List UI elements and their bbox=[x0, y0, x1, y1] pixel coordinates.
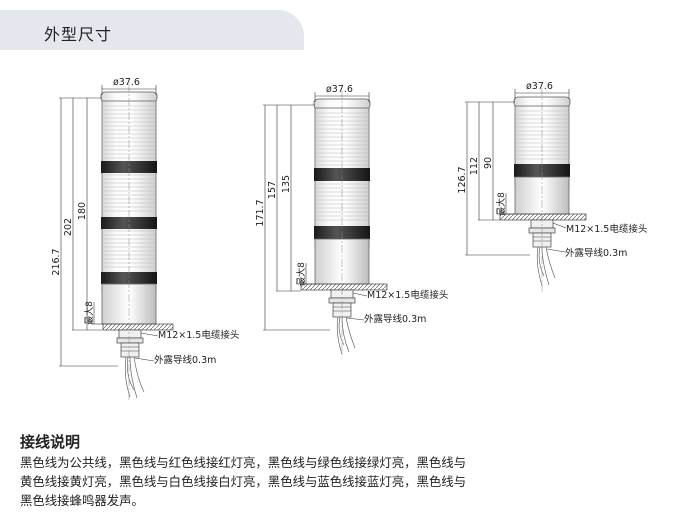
max-thickness-label: 最大8 bbox=[83, 301, 95, 325]
dim-overall: 216.7 bbox=[51, 248, 62, 275]
dim-overall: 126.7 bbox=[457, 166, 468, 193]
dim-to-mount: 202 bbox=[63, 218, 74, 236]
section-title: 外型尺寸 bbox=[44, 25, 113, 44]
dim-to-mount: 112 bbox=[469, 157, 480, 175]
wiring-title: 接线说明 bbox=[20, 433, 81, 451]
connector-label: M12×1.5电缆接头 bbox=[158, 329, 239, 341]
dimension-drawings: ø37.6 216.7 202 180 最大8 M12×1.5电缆接头 外露导线… bbox=[51, 77, 647, 400]
dim-to-mount: 157 bbox=[267, 181, 278, 199]
max-thickness-label: 最大8 bbox=[495, 192, 507, 216]
dim-body: 135 bbox=[281, 175, 292, 193]
dim-body: 90 bbox=[483, 157, 494, 169]
dim-body: 180 bbox=[77, 202, 88, 220]
diameter-label: ø37.6 bbox=[526, 81, 553, 92]
wiring-line: 黄色线接黄灯亮，黑色线与白色线接白灯亮，黑色线与蓝色线接蓝灯亮，黑色线与 bbox=[20, 474, 467, 489]
wiring-description: 黑色线为公共线，黑色线与红色线接红灯亮，黑色线与绿色线接绿灯亮，黑色线与 黄色线… bbox=[20, 453, 620, 510]
diameter-label: ø37.6 bbox=[113, 77, 140, 88]
lead-label: 外露导线0.3m bbox=[565, 247, 627, 259]
wiring-line: 黑色线接蜂鸣器发声。 bbox=[20, 493, 144, 508]
drawing-tower-5-tier bbox=[59, 84, 174, 400]
drawing-tower-2-tier bbox=[465, 88, 587, 292]
drawing-tower-3-tier bbox=[263, 91, 388, 358]
connector-label: M12×1.5电缆接头 bbox=[367, 289, 448, 301]
diameter-label: ø37.6 bbox=[326, 84, 353, 95]
section-tab bbox=[0, 10, 304, 50]
lead-label: 外露导线0.3m bbox=[154, 354, 216, 366]
dim-overall: 171.7 bbox=[255, 199, 266, 226]
connector-label: M12×1.5电缆接头 bbox=[566, 223, 647, 235]
max-thickness-label: 最大8 bbox=[295, 262, 307, 286]
wiring-line: 黑色线为公共线，黑色线与红色线接红灯亮，黑色线与绿色线接绿灯亮，黑色线与 bbox=[20, 455, 467, 470]
lead-label: 外露导线0.3m bbox=[364, 313, 426, 325]
